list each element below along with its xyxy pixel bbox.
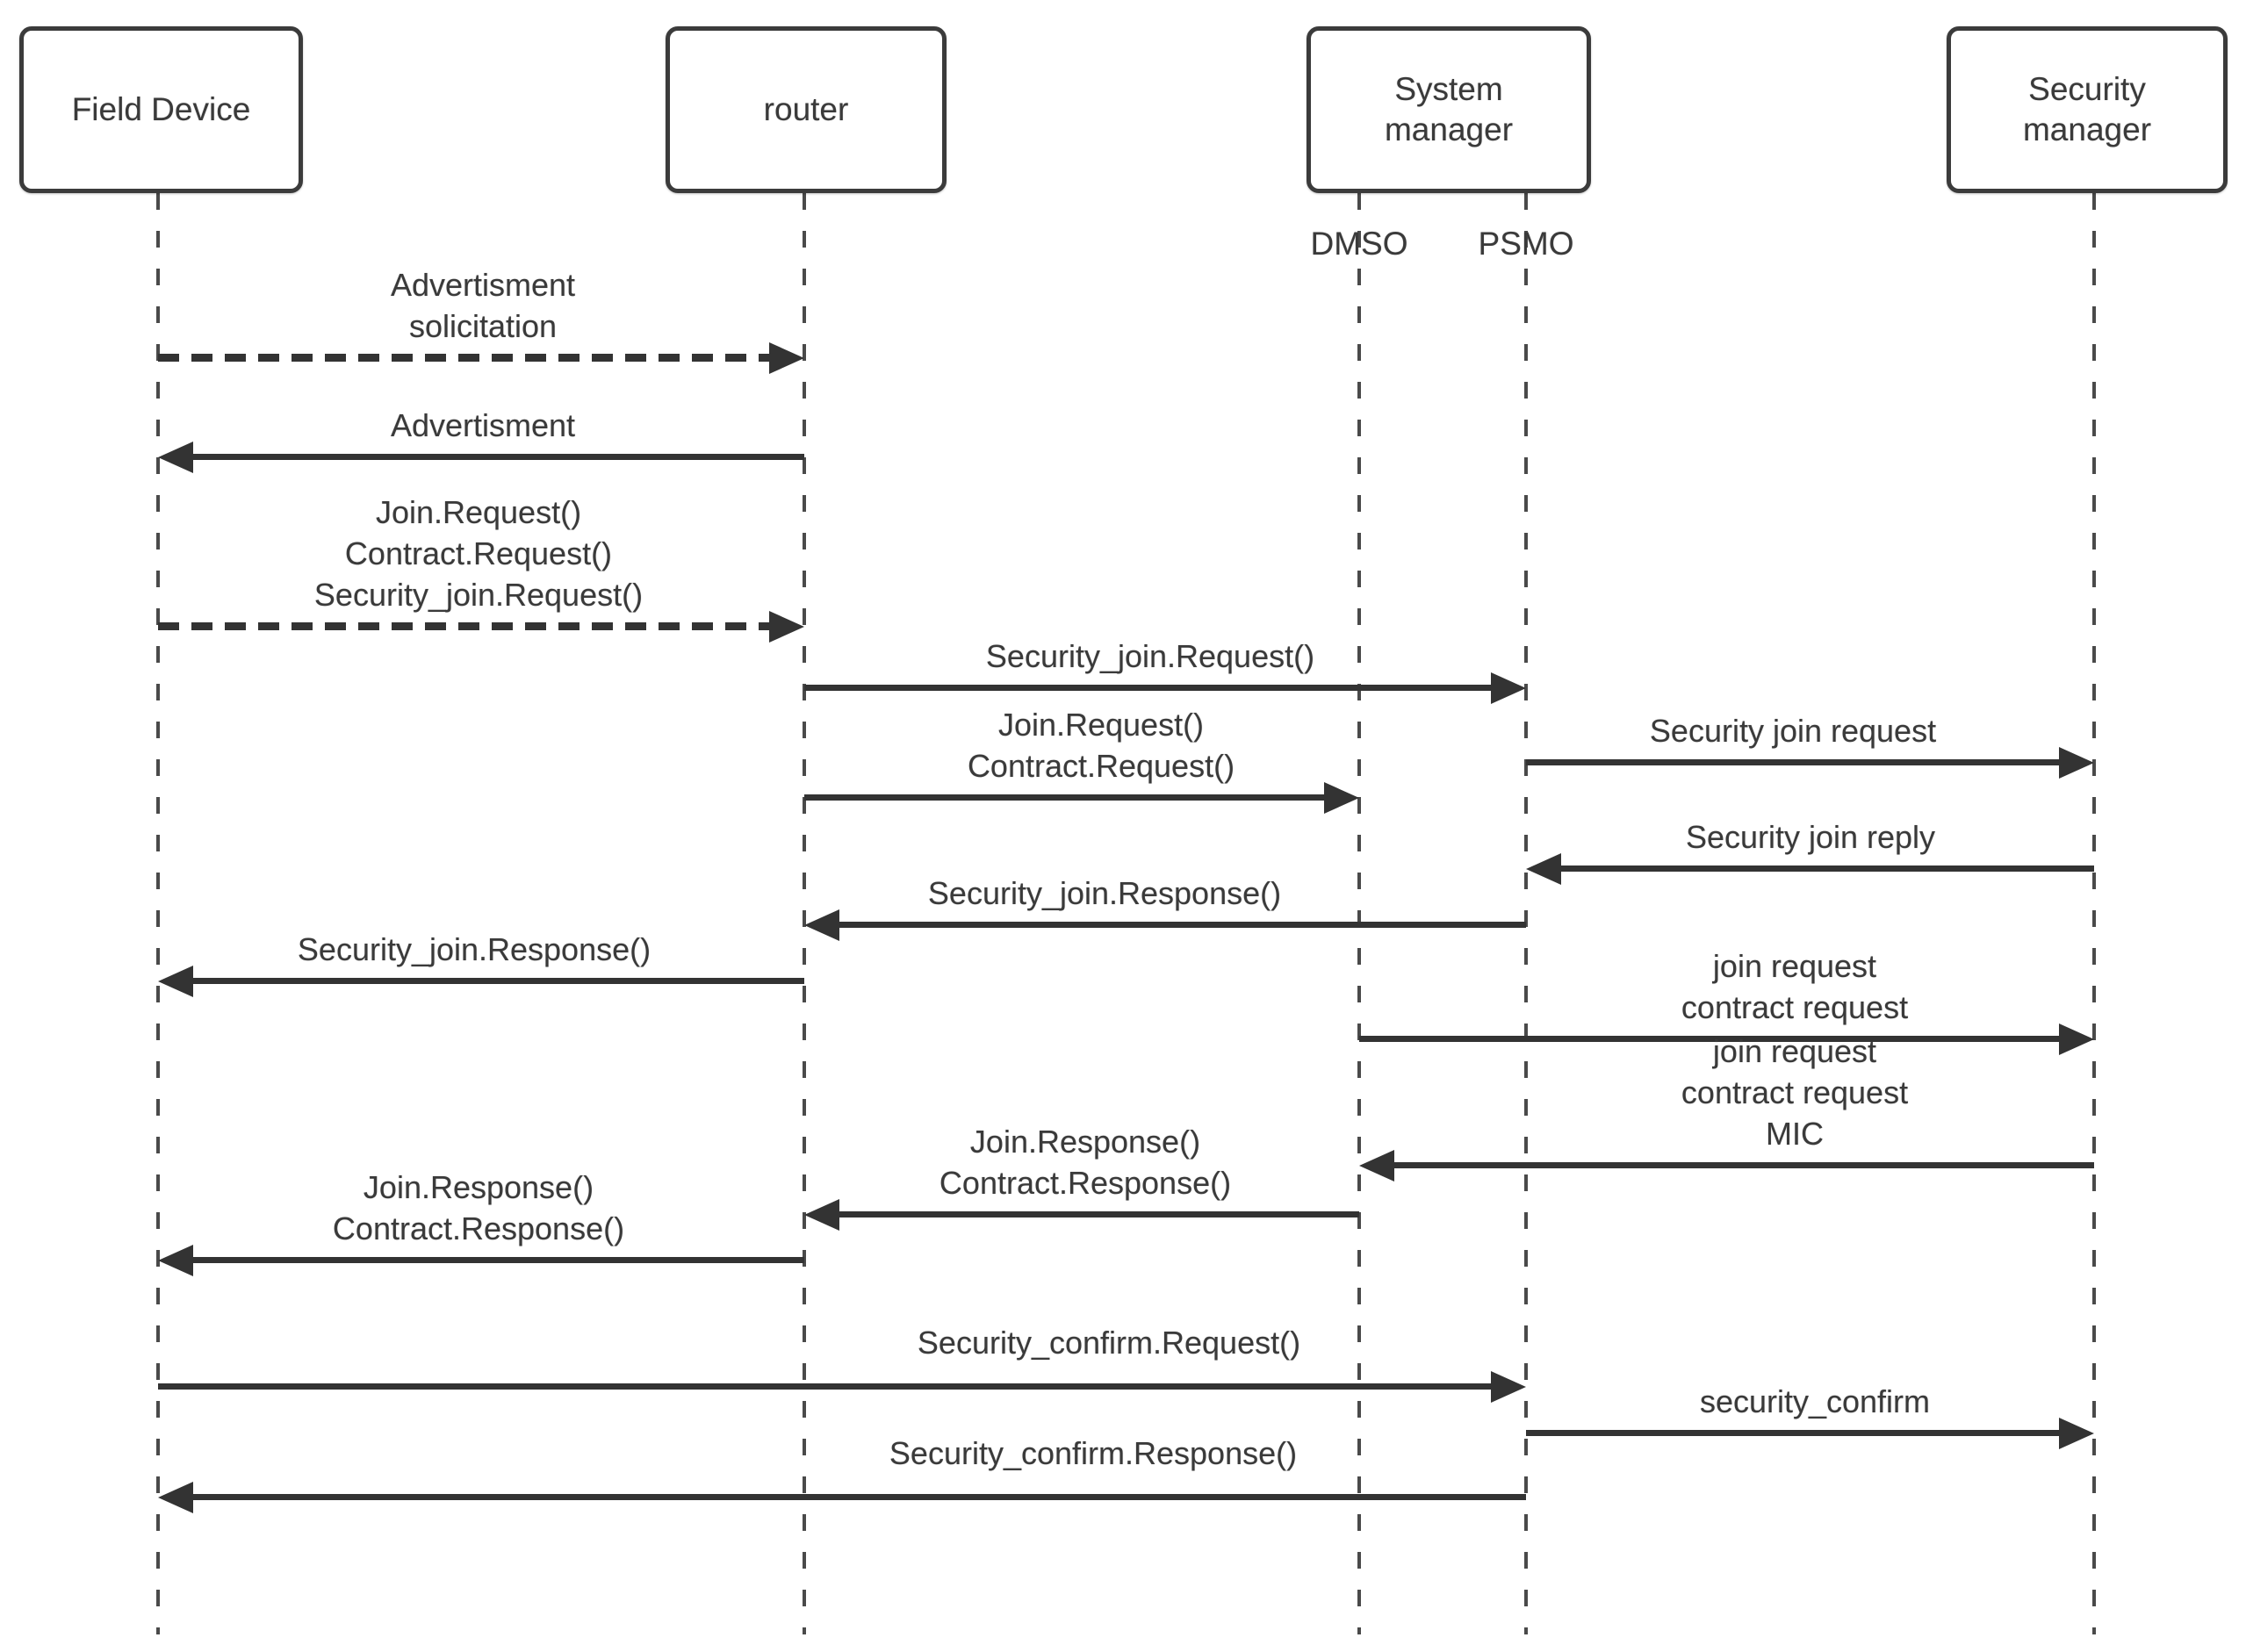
arrowhead-left-icon — [158, 442, 193, 473]
arrowhead-right-icon — [2059, 747, 2094, 779]
actor-label: manager — [1384, 111, 1514, 147]
arrowhead-left-icon — [158, 1245, 193, 1276]
arrowhead-left-icon — [158, 966, 193, 997]
message-line — [804, 685, 1498, 691]
arrowhead-right-icon — [2059, 1024, 2094, 1055]
message-line — [832, 922, 1526, 928]
message-line — [158, 354, 776, 362]
message-label: Security_join.Response() — [928, 873, 1281, 914]
message-label: Security_confirm.Response() — [889, 1433, 1297, 1474]
arrowhead-right-icon — [769, 611, 804, 643]
message-label-line: contract request — [1681, 1074, 1909, 1110]
lifeline-security-manager — [2092, 193, 2096, 1634]
message-label: Security_join.Request() — [986, 636, 1314, 677]
message-label: Security_confirm.Request() — [918, 1322, 1300, 1363]
message-line — [186, 1494, 1526, 1500]
actor-box-system-manager: System manager — [1307, 26, 1591, 193]
message-line — [1526, 1430, 2066, 1436]
message-label-line: Advertisment — [390, 407, 576, 443]
message-label-line: security_confirm — [1699, 1383, 1931, 1419]
actor-box-security-manager: Security manager — [1947, 26, 2228, 193]
actor-label: System — [1394, 71, 1503, 107]
message-label-line: Security_join.Response() — [927, 875, 1282, 911]
arrowhead-right-icon — [769, 342, 804, 374]
message-line — [1526, 759, 2066, 765]
message-label-line: Join.Request() — [997, 707, 1205, 743]
actor-label: Security — [2028, 71, 2146, 107]
lifeline-psmo — [1524, 193, 1528, 1634]
actor-label: router — [763, 91, 849, 127]
arrowhead-left-icon — [158, 1482, 193, 1513]
message-label-line: contract request — [1681, 989, 1909, 1025]
message-line — [158, 622, 776, 630]
actor-label: Field Device — [71, 91, 251, 127]
message-label-line: Security_join.Response() — [297, 931, 651, 967]
message-line — [1554, 866, 2094, 872]
message-label-line: Contract.Request() — [967, 748, 1235, 784]
message-label-line: Contract.Response() — [939, 1165, 1232, 1201]
actor-label: manager — [2022, 111, 2152, 147]
message-line — [158, 1383, 1498, 1390]
message-label-line: Security_join.Request() — [985, 638, 1315, 674]
message-line — [832, 1211, 1359, 1217]
message-label: Join.Response() Contract.Response() — [333, 1167, 624, 1249]
sublifeline-label-dmso: DMSO — [1310, 226, 1408, 262]
message-label: join request contract request — [1681, 945, 1908, 1028]
message-label: Security join request — [1650, 710, 1936, 751]
message-label-line: solicitation — [408, 308, 558, 344]
message-line — [1387, 1162, 2094, 1168]
message-label-line: Security_confirm.Request() — [917, 1325, 1301, 1361]
message-label-line: Join.Request() — [375, 494, 582, 530]
message-label: Advertisment — [391, 405, 575, 446]
arrowhead-left-icon — [1526, 853, 1561, 885]
message-label-line: join request — [1712, 1033, 1877, 1069]
message-label-line: Contract.Response() — [332, 1210, 625, 1246]
message-label-line: Contract.Request() — [344, 535, 613, 571]
message-label-line: Security join reply — [1685, 819, 1936, 855]
message-label: Advertisment solicitation — [391, 264, 575, 347]
message-label-line: join request — [1712, 948, 1877, 984]
message-label-line: Security join request — [1649, 713, 1937, 749]
arrowhead-left-icon — [804, 1199, 839, 1231]
message-label: security_confirm — [1700, 1381, 1930, 1422]
arrowhead-right-icon — [1491, 1371, 1526, 1403]
arrowhead-right-icon — [1491, 672, 1526, 704]
arrowhead-right-icon — [2059, 1418, 2094, 1449]
arrowhead-left-icon — [1359, 1150, 1394, 1182]
message-label: Security_join.Response() — [298, 929, 651, 970]
sublifeline-label-psmo: PSMO — [1478, 226, 1574, 262]
message-line — [186, 978, 804, 984]
arrowhead-left-icon — [804, 909, 839, 941]
message-label: Join.Request() Contract.Request() — [968, 704, 1235, 786]
lifeline-dmso — [1357, 193, 1361, 1634]
message-label-line: Security_join.Request() — [313, 577, 644, 613]
message-line — [186, 454, 804, 460]
message-label-line: Join.Response() — [363, 1169, 594, 1205]
arrowhead-right-icon — [1324, 782, 1359, 814]
message-label-line: Advertisment — [390, 267, 576, 303]
message-label-line: Join.Response() — [969, 1124, 1201, 1160]
message-label-line: Security_confirm.Response() — [889, 1435, 1298, 1471]
message-line — [1359, 1036, 2066, 1042]
message-label-line: MIC — [1765, 1116, 1824, 1152]
message-label: Join.Response() Contract.Response() — [939, 1121, 1231, 1203]
actor-box-router: router — [666, 26, 947, 193]
actor-box-field-device: Field Device — [19, 26, 303, 193]
lifeline-field-device — [156, 193, 160, 1634]
message-line — [804, 794, 1331, 801]
message-label: Join.Request() Contract.Request() Security… — [314, 492, 643, 615]
message-label: Security join reply — [1686, 816, 1935, 858]
message-line — [186, 1257, 804, 1263]
